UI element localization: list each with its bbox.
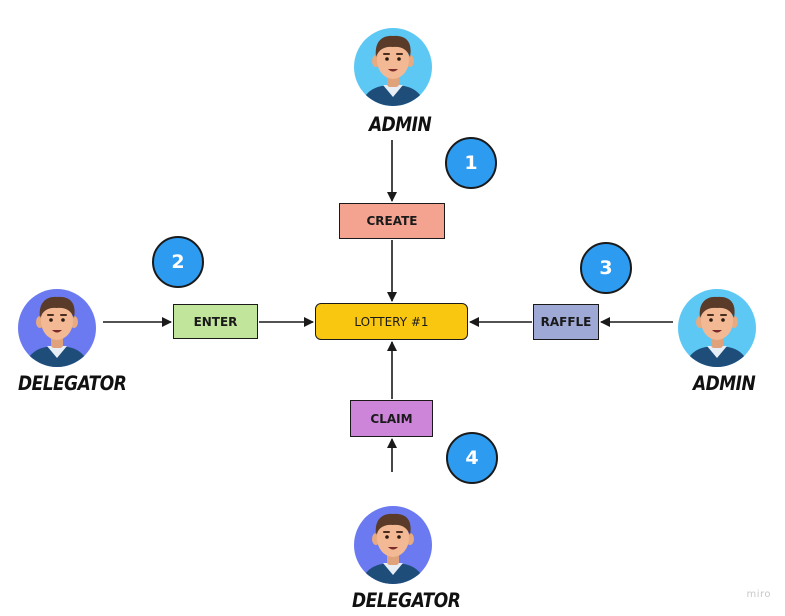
admin-avatar-icon: [678, 289, 756, 367]
miro-watermark: miro: [746, 589, 771, 600]
step-badge-1: 1: [445, 137, 497, 189]
delegator-avatar-icon: [354, 506, 432, 584]
admin-avatar-icon: [354, 28, 432, 106]
step-badge-4: 4: [446, 432, 498, 484]
role-label-delegator-left: DELEGATOR: [18, 372, 127, 396]
claim-node[interactable]: CLAIM: [350, 400, 433, 437]
lottery-node[interactable]: LOTTERY #1: [315, 303, 468, 340]
enter-node[interactable]: ENTER: [173, 304, 258, 339]
role-label-admin-right: ADMIN: [693, 372, 756, 396]
role-label-delegator-bottom: DELEGATOR: [352, 589, 461, 613]
raffle-node[interactable]: RAFFLE: [533, 304, 599, 340]
create-node[interactable]: CREATE: [339, 203, 445, 239]
delegator-avatar-icon: [18, 289, 96, 367]
role-label-admin-top: ADMIN: [369, 113, 432, 137]
step-badge-2: 2: [152, 236, 204, 288]
step-badge-3: 3: [580, 242, 632, 294]
